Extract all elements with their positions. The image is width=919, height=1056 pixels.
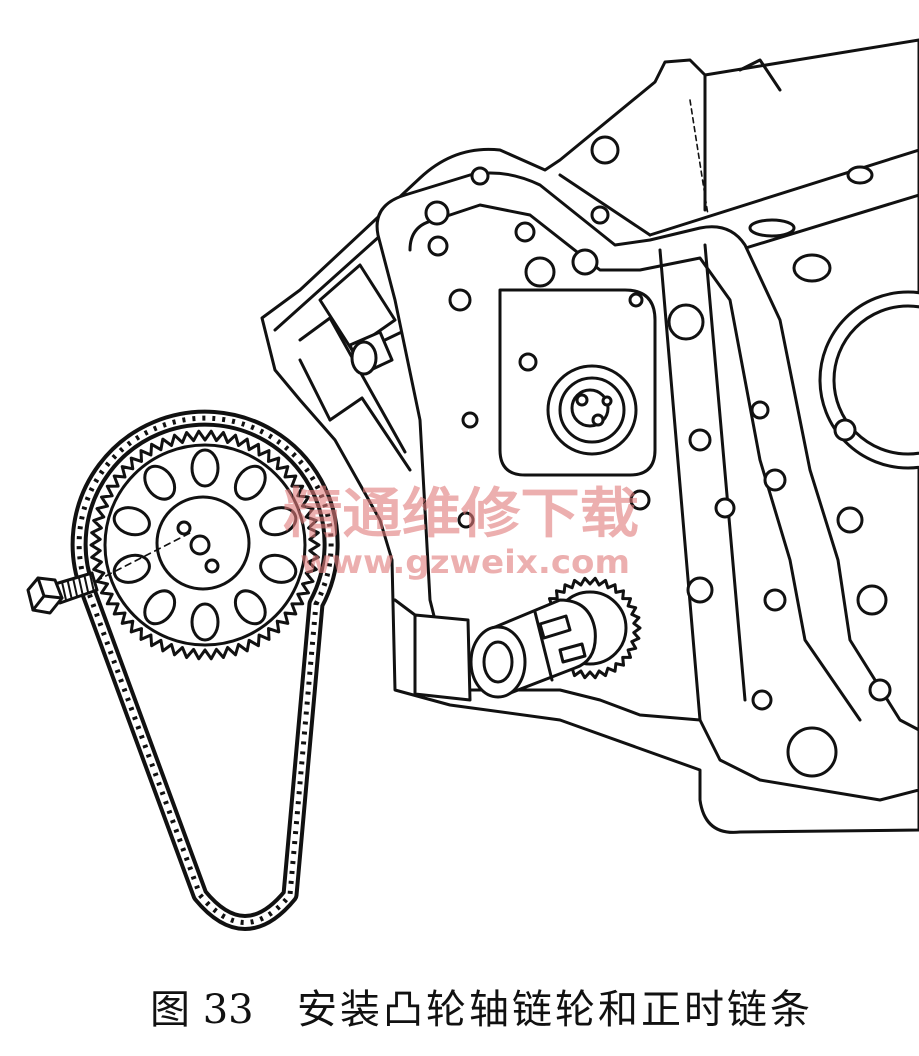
left-bank-rib [328, 396, 412, 472]
block-bolt-hole [628, 292, 644, 308]
block-deck-line [558, 173, 652, 237]
block-foot [413, 613, 472, 702]
sprocket-lightening-hole [143, 464, 177, 501]
block-bolt-holes [424, 135, 892, 778]
crankshaft-key [558, 642, 587, 664]
figure-title: 安装凸轮轴链轮和正时链条 [297, 987, 813, 1033]
camshaft-sprocket-center-bore [189, 534, 211, 556]
sprocket-lightening-hole [233, 464, 267, 501]
block-bolt-hole [856, 584, 888, 616]
block-bolt-hole [763, 588, 787, 612]
block-deck-line [648, 148, 919, 237]
crankshaft-hub-edge [533, 610, 554, 682]
sprocket-lightening-hole [190, 448, 220, 488]
block-bolt-hole [514, 221, 536, 243]
sprocket-lightening-hole [259, 553, 298, 584]
camshaft-sprocket-bolt [26, 532, 191, 615]
block-bolt-hole [590, 135, 620, 165]
camshaft-sprocket-bolt-hole [204, 558, 220, 574]
block-bolt-hole [751, 689, 773, 711]
sprocket-lightening-holes [112, 448, 298, 642]
timing-chain-links [76, 415, 334, 925]
block-bolt-hole [448, 288, 472, 312]
left-bank-opening [318, 263, 397, 352]
block-bolt-hole [714, 497, 736, 519]
block-bolt-hole [750, 400, 770, 420]
block-bolt-hole [590, 205, 610, 225]
bolt-thread [72, 578, 79, 598]
camshaft-sprocket-dowel-hole [176, 520, 192, 536]
left-bank-rib [298, 358, 332, 422]
block-bolt-hole [833, 418, 857, 442]
camshaft-bolt-hole [601, 395, 613, 407]
cylinder-bore-ring [832, 304, 919, 456]
sprocket-lightening-hole [112, 553, 151, 584]
block-bolt-hole [457, 511, 475, 529]
block-bolt-hole [518, 352, 538, 372]
block-bolt-hole [686, 576, 714, 604]
bolt-thread [83, 575, 90, 594]
block-bolt-hole [786, 726, 838, 778]
block-bolt-hole [427, 235, 449, 257]
sprocket-lightening-hole [190, 602, 220, 642]
timing-chain [70, 409, 340, 931]
block-bolt-hole [571, 248, 599, 276]
camshaft-bolt-hole [591, 413, 605, 427]
bolt-thread [77, 576, 84, 596]
crankshaft-nose-bore [482, 640, 514, 684]
block-bolt-hole [836, 506, 864, 534]
engine-timing-illustration: 精通维修下载 www.gzweix.com [26, 38, 919, 931]
figure-caption: 图 33 安装凸轮轴链轮和正时链条 [0, 984, 919, 1040]
deck-boss [748, 218, 796, 238]
figure-number: 图 33 [150, 987, 254, 1033]
block-deck-line [738, 58, 782, 92]
bolt-hex-edge [31, 576, 64, 612]
block-bolt-hole [470, 166, 490, 186]
watermark-url: www.gzweix.com [300, 543, 630, 581]
block-bolt-hole [629, 489, 651, 511]
block-bolt-hole [424, 200, 450, 226]
crankshaft-key [538, 614, 572, 640]
block-foot-edge [393, 598, 417, 617]
sprocket-lightening-hole [143, 589, 177, 626]
bolt-alignment-line [95, 532, 191, 582]
bolt-thread [89, 573, 95, 593]
sensor-boss-face [350, 340, 378, 376]
camshaft-sprocket-root [103, 443, 307, 647]
block-bolt-hole [868, 678, 892, 702]
sprocket-lightening-hole [259, 506, 298, 537]
block-bolt-hole [667, 303, 705, 341]
block-bolt-hole [688, 428, 712, 452]
deck-boss [792, 253, 832, 283]
sprocket-lightening-hole [233, 589, 267, 626]
bolt-thread [66, 580, 73, 599]
deck-boss [846, 165, 874, 185]
bolt-threads [61, 573, 95, 601]
block-wall [658, 248, 702, 722]
sprocket-lightening-hole [112, 506, 151, 537]
bolt-thread [61, 581, 67, 601]
crankshaft-sprocket-assembly [469, 576, 642, 699]
camshaft-bore-ring [558, 376, 626, 444]
block-center-line [689, 99, 709, 216]
block-bolt-hole [461, 411, 479, 429]
block-wall [703, 243, 747, 702]
camshaft-dowel [575, 393, 589, 407]
engine-block [260, 38, 919, 834]
watermark-text: 精通维修下载 [283, 482, 639, 545]
block-bolt-hole [524, 256, 556, 288]
camshaft-sprocket [89, 429, 321, 661]
block-bolt-hole [763, 468, 787, 492]
